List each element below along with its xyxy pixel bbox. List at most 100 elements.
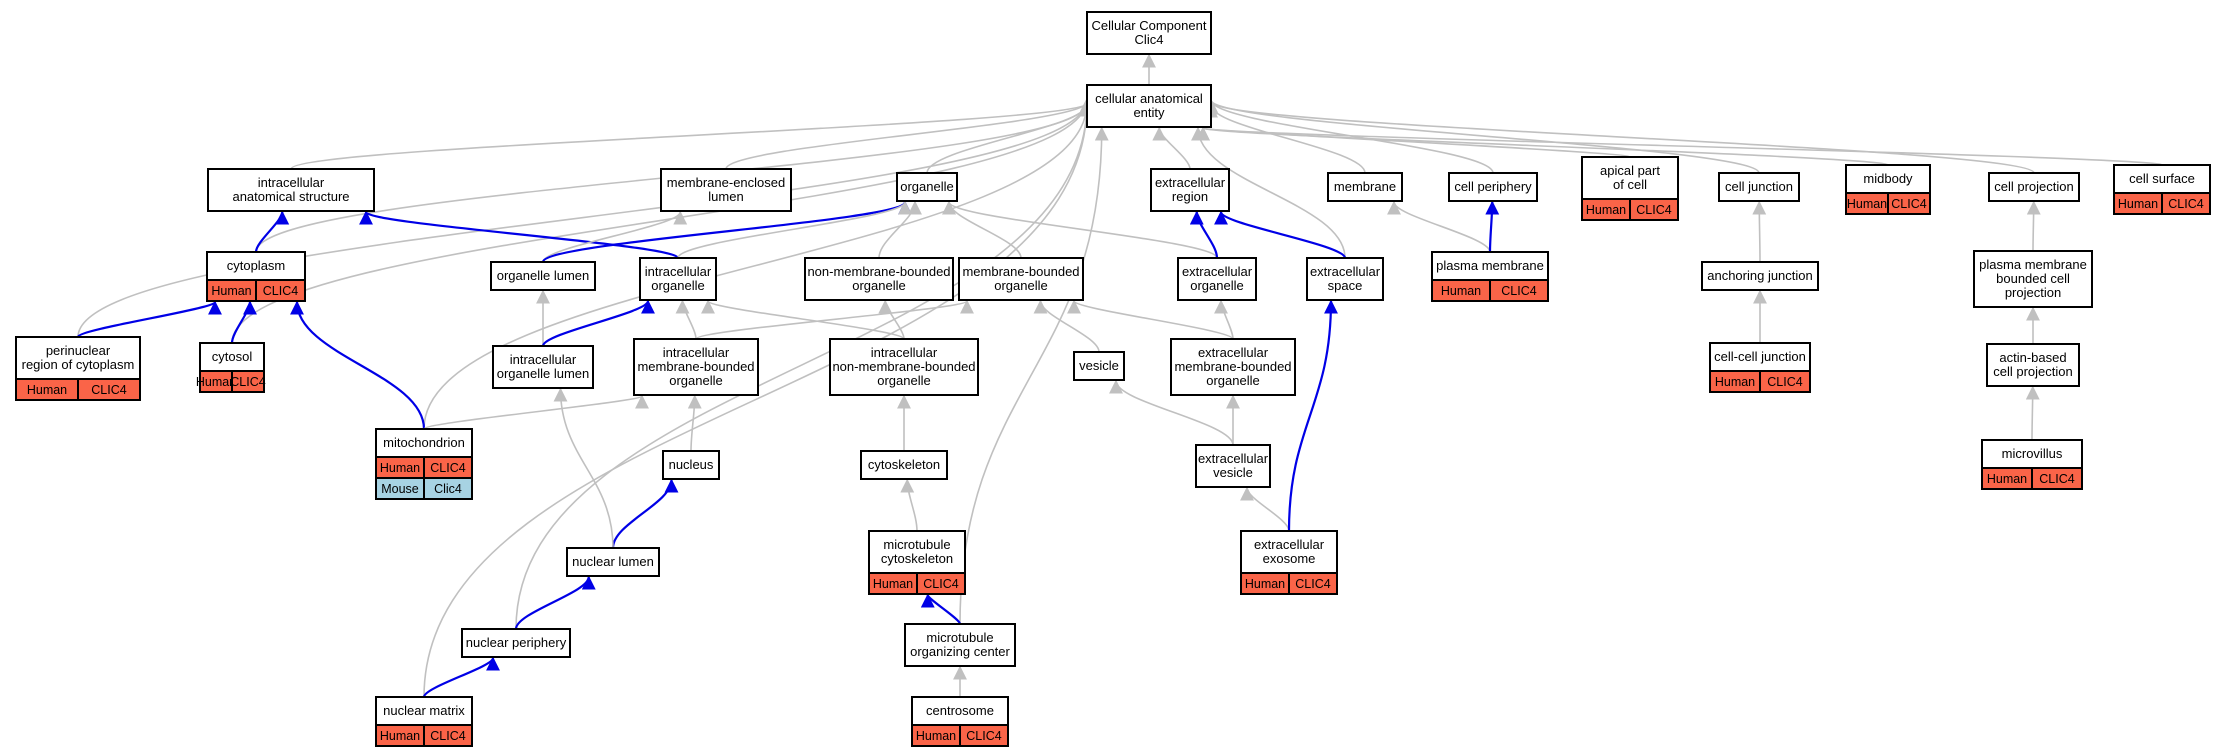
annotation-gene: CLIC4 — [1295, 577, 1330, 591]
node-box — [375, 696, 473, 726]
node-label-line: microvillus — [2002, 446, 2063, 461]
node-box — [1327, 172, 1403, 202]
node-label-line: cell surface — [2129, 171, 2195, 186]
edge-extmemorg-to-extorg — [1214, 299, 1234, 340]
annotation-gene-cell — [1288, 572, 1338, 595]
edge-mito-to-intmemorg — [423, 394, 649, 430]
node-label-line: extracellular — [1310, 264, 1381, 279]
node-label-line: cell periphery — [1454, 179, 1532, 194]
node-organelle[interactable]: organelle — [896, 172, 958, 202]
edge-perinuc-to-cae — [77, 97, 1094, 338]
edge-extorg-to-extreg — [1189, 210, 1219, 259]
annotation-organism: Mouse — [381, 482, 419, 496]
node-box — [1845, 164, 1931, 194]
node-cellproj[interactable]: cell projection — [1988, 172, 2080, 202]
annotation-organism: Human — [1441, 284, 1481, 298]
node-label-line: of cell — [1613, 177, 1647, 192]
node-label-line: vesicle — [1079, 358, 1119, 373]
node-vesicle[interactable]: vesicle — [1073, 351, 1125, 381]
edge-nucper-to-cae — [515, 100, 1094, 630]
node-label-line: vesicle — [1213, 465, 1253, 480]
node-box — [860, 450, 948, 480]
edge-extspace-to-cae — [1191, 126, 1346, 259]
node-label-line: plasma membrane — [1979, 257, 2087, 272]
annotation-gene: CLIC4 — [263, 284, 298, 298]
node-box — [804, 257, 954, 301]
node-nucper[interactable]: nuclear periphery — [461, 628, 571, 658]
node-box — [199, 342, 265, 372]
annotation-gene-cell — [1629, 198, 1679, 221]
annotation-gene-cell — [2031, 467, 2083, 490]
node-label-line: membrane — [1334, 179, 1396, 194]
node-label-line: region of cytoplasm — [22, 357, 135, 372]
edge-extspace-to-extreg — [1214, 210, 1347, 259]
edge-plasmamem-to-cellper — [1485, 200, 1500, 253]
edge-mtoc-to-mtcyto — [920, 593, 962, 625]
annotation-organism: Human — [873, 577, 913, 591]
node-anchjunc[interactable]: anchoring junction — [1701, 261, 1819, 291]
node-label-line: cell-cell junction — [1714, 349, 1806, 364]
node-nuclumen[interactable]: nuclear lumen — [566, 547, 660, 577]
node-nucleus[interactable]: nucleus — [662, 450, 720, 480]
node-cellper[interactable]: cell periphery — [1448, 172, 1538, 202]
node-cytoskel[interactable]: cytoskeleton — [860, 450, 948, 480]
node-label-line: organelle — [900, 179, 954, 194]
node-label-line: organelle — [1190, 278, 1244, 293]
node-label-line: apical part — [1600, 163, 1660, 178]
node-label-line: nucleus — [669, 457, 714, 472]
edge-vesicle-to-memorg — [1033, 299, 1100, 353]
node-label-line: non-membrane-bounded — [807, 264, 950, 279]
node-membrane[interactable]: membrane — [1327, 172, 1403, 202]
annotation-gene: CLIC4 — [2168, 197, 2203, 211]
annotation-gene-cell — [1489, 279, 1549, 302]
node-celljunc[interactable]: cell junction — [1718, 172, 1800, 202]
node-orglumen[interactable]: organelle lumen — [490, 261, 596, 291]
node-label-line: microtubule — [926, 630, 993, 645]
node-label-line: organelle — [994, 278, 1048, 293]
edge-mtcyto-to-cytoskel — [900, 478, 918, 532]
edge-ias-to-cae — [290, 101, 1094, 170]
edge-perinuc-to-cytoplasm — [76, 300, 222, 339]
edge-nucmatrix-to-nucper — [422, 656, 500, 698]
edge-mel-to-cae — [725, 100, 1094, 170]
annotation-gene-cell — [2161, 192, 2211, 215]
annotation-gene: CLIC4 — [1767, 375, 1802, 389]
annotation-gene: CLIC4 — [1636, 203, 1671, 217]
edge-exosome-to-extves — [1240, 486, 1290, 532]
edge-nuclumen-to-intorglumen — [553, 387, 614, 549]
annotation-gene-cell — [916, 572, 966, 595]
node-intnonmemorg[interactable]: intracellularnon-membrane-boundedorganel… — [829, 338, 979, 396]
